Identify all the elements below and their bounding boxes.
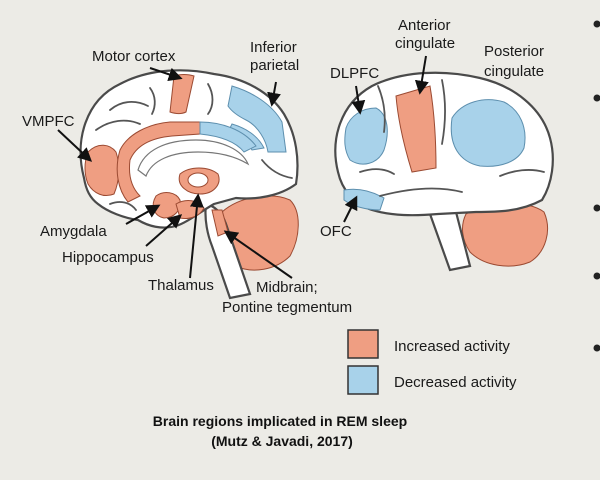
arrow-motor-cortex (149, 67, 183, 82)
legend-label-increased: Increased activity (394, 338, 510, 355)
corpus-callosum (137, 139, 250, 177)
label-hippocampus: Hippocampus (62, 249, 154, 266)
label-midbrain-line1: Midbrain; (256, 279, 318, 296)
bullet-dot (593, 94, 600, 102)
thalamus-core (187, 172, 209, 188)
bullet-dot (593, 20, 600, 28)
legend-swatch-decreased (347, 365, 379, 395)
sulcus-line (499, 169, 545, 177)
label-posterior-cingulate-line1: Posterior (484, 43, 544, 60)
label-amygdala: Amygdala (40, 223, 107, 240)
label-inferior-parietal-line1: Inferior (250, 39, 297, 56)
sulcus-line (109, 201, 137, 211)
medial-cingulate-decreased (199, 121, 257, 153)
posterior-cingulate-region (450, 99, 526, 167)
label-anterior-cingulate-line1: Anterior (398, 17, 451, 34)
arrow-amygdala (125, 204, 161, 225)
sulcus-line (377, 85, 386, 133)
sulcus-line (441, 79, 446, 145)
medial-brain-view (79, 69, 299, 300)
arrow-inferior-parietal (267, 81, 281, 107)
arrow-hippocampus (145, 214, 183, 247)
region-labels: Motor cortex Inferior parietal VMPFC Amy… (22, 17, 544, 316)
arrow-dlpfc (351, 85, 366, 115)
sulcus-line (261, 159, 293, 179)
anterior-cingulate-region (395, 85, 437, 173)
bullet-dot (593, 272, 600, 280)
arrow-midbrain (223, 230, 293, 279)
bullet-dot (593, 344, 600, 352)
sulcus-line (379, 187, 463, 197)
slide-bullets (593, 20, 600, 352)
label-dlpfc: DLPFC (330, 65, 379, 82)
sulcus-line (149, 87, 156, 115)
label-midbrain-line2: Pontine tegmentum (222, 299, 352, 316)
inferior-parietal-region (227, 85, 287, 153)
arrow-ofc (343, 195, 358, 223)
label-ofc: OFC (320, 223, 352, 240)
bullet-dot (593, 204, 600, 212)
leader-arrows (57, 55, 429, 279)
figure-caption: Brain regions implicated in REM sleep (M… (153, 413, 407, 449)
caption-line2: (Mutz & Javadi, 2017) (211, 433, 353, 449)
medial-cingulate-increased (116, 121, 201, 203)
arrow-vmpfc (57, 129, 93, 162)
lateral-brain-view (334, 71, 554, 272)
label-anterior-cingulate-line2: cingulate (395, 35, 455, 52)
sulcus-line (109, 101, 149, 111)
label-vmpfc: VMPFC (22, 113, 75, 130)
sulcus-line (359, 168, 395, 175)
legend-label-decreased: Decreased activity (394, 374, 517, 391)
label-motor-cortex: Motor cortex (92, 48, 176, 65)
arrow-anterior-cingulate (414, 55, 429, 95)
label-inferior-parietal-line2: parietal (250, 57, 299, 74)
arrow-thalamus (189, 193, 204, 279)
label-thalamus: Thalamus (148, 277, 214, 294)
sulcus-line (207, 83, 214, 115)
sulcus-line (95, 119, 141, 131)
caption-line1: Brain regions implicated in REM sleep (153, 413, 407, 429)
legend: Increased activity Decreased activity (347, 329, 517, 395)
label-posterior-cingulate-line2: cingulate (484, 63, 544, 80)
vmpfc-region (84, 144, 120, 197)
legend-swatch-increased (347, 329, 379, 359)
